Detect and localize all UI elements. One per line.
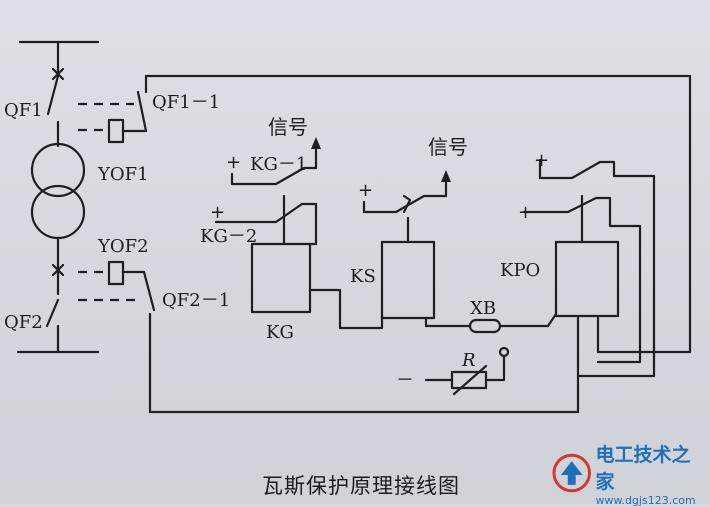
kg-1-plus-sign: + — [226, 152, 241, 173]
qf1-label: QF1 — [4, 100, 43, 121]
qf2-1-label: QF2－1 — [162, 290, 230, 311]
yof1-label: YOF1 — [97, 164, 149, 185]
qf2-label: QF2 — [4, 312, 43, 333]
yof2-coil — [107, 260, 125, 286]
kg-2-trip-circuit — [214, 202, 318, 246]
kg-2-label: KG－2 — [200, 226, 257, 247]
kpo-plus-sign-lower: + — [518, 202, 533, 223]
qf2-breaker-mark — [51, 263, 65, 277]
minus-sign: － — [396, 370, 414, 391]
qf2-1-trip-wire — [148, 312, 580, 414]
qf2-1-contact — [142, 270, 156, 312]
kg-1-label: KG－1 — [250, 154, 307, 175]
kg-1-signal-circuit — [230, 144, 318, 186]
watermark-site-url: www.dgjs123.com — [595, 493, 696, 507]
resistor-arrow-shaft — [452, 364, 488, 396]
qf1-1-trip-wire — [144, 74, 692, 354]
r-label: R — [461, 350, 476, 371]
qf1-switch-blade — [46, 74, 60, 116]
resistor-output-lead — [484, 354, 506, 382]
watermark-site-name: 电工技术之家 — [595, 443, 691, 493]
ks-relay-box — [380, 240, 436, 320]
kg-signal-label: 信号 — [268, 115, 308, 139]
yof1-coil — [107, 118, 125, 144]
watermark-text: 电工技术之家 www.dgjs123.com — [595, 440, 708, 507]
kpo-label: KPO — [500, 260, 540, 281]
diagram-caption: 瓦斯保护原理接线图 — [262, 474, 460, 498]
kpo-plus-sign-upper: + — [534, 150, 549, 171]
kpo-contact-2 — [522, 196, 642, 364]
ks-label: KS — [350, 266, 376, 287]
kg-label: KG — [266, 322, 294, 343]
qf1-1-contact — [136, 90, 148, 133]
kg-1-signal-arrow — [311, 137, 321, 149]
resistor-terminal — [498, 346, 510, 358]
transformer-winding-lower — [30, 184, 86, 240]
ks-signal-circuit — [362, 178, 448, 214]
yof2-label: YOF2 — [97, 236, 149, 257]
ks-signal-label: 信号 — [428, 135, 468, 159]
ks-signal-arrow — [441, 170, 451, 182]
kpo-contact-1 — [538, 158, 656, 378]
qf1-1-label: QF1－1 — [152, 92, 220, 113]
xb-link — [468, 318, 502, 334]
qf1-breaker-mark — [51, 67, 65, 81]
xb-to-kpo-wire — [546, 312, 558, 328]
ks-plus-sign: + — [358, 180, 373, 201]
xb-label: XB — [470, 298, 496, 319]
ks-contact-flag — [402, 194, 412, 214]
kg-to-ks-wire — [308, 288, 384, 330]
kg-2-plus-sign: + — [210, 202, 225, 223]
kg-relay-box — [250, 242, 312, 314]
qf2-switch-arm — [45, 298, 60, 328]
watermark: 电工技术之家 www.dgjs123.com — [552, 444, 708, 507]
kpo-relay-box — [554, 240, 620, 318]
watermark-logo-icon — [552, 453, 591, 493]
transformer-winding-upper — [30, 142, 86, 198]
